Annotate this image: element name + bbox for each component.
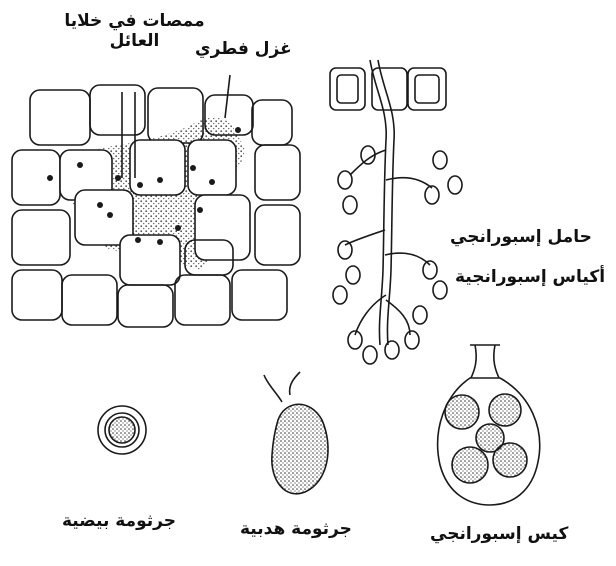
host-cell	[195, 195, 250, 260]
sporangiophore-drawing	[330, 60, 462, 364]
label-fungal-hypha: غزل فطري	[195, 40, 292, 60]
host-cell	[255, 205, 300, 265]
host-cell	[62, 275, 117, 325]
label-sporangium: كيس إسبورانجي	[430, 525, 568, 545]
label-zoospore: جرثومة هدبية	[240, 520, 352, 540]
host-tissue-section	[12, 75, 300, 327]
hypha-pointer	[225, 75, 230, 118]
host-cell	[120, 235, 180, 285]
label-oospore: جرثومة بيضية	[62, 512, 176, 532]
zoospore-drawing	[264, 372, 328, 494]
label-sporangia: أكياس إسبورانجية	[455, 268, 605, 288]
host-cell	[12, 270, 62, 320]
label-sporangiophore: حامل إسبورانجي	[450, 228, 592, 248]
host-cell	[252, 100, 292, 145]
host-cell	[175, 275, 230, 325]
host-cell	[90, 85, 145, 135]
host-cell	[30, 90, 90, 145]
label-haustoria-line1: ممصات في خلايا العائل	[62, 12, 207, 51]
host-cell	[118, 285, 173, 327]
host-cell	[415, 75, 439, 103]
host-cell	[232, 270, 287, 320]
host-cell	[255, 145, 300, 200]
oospore-drawing	[98, 406, 146, 454]
host-cell	[12, 210, 70, 265]
sporangium-drawing	[438, 345, 540, 505]
host-cell	[337, 75, 358, 103]
